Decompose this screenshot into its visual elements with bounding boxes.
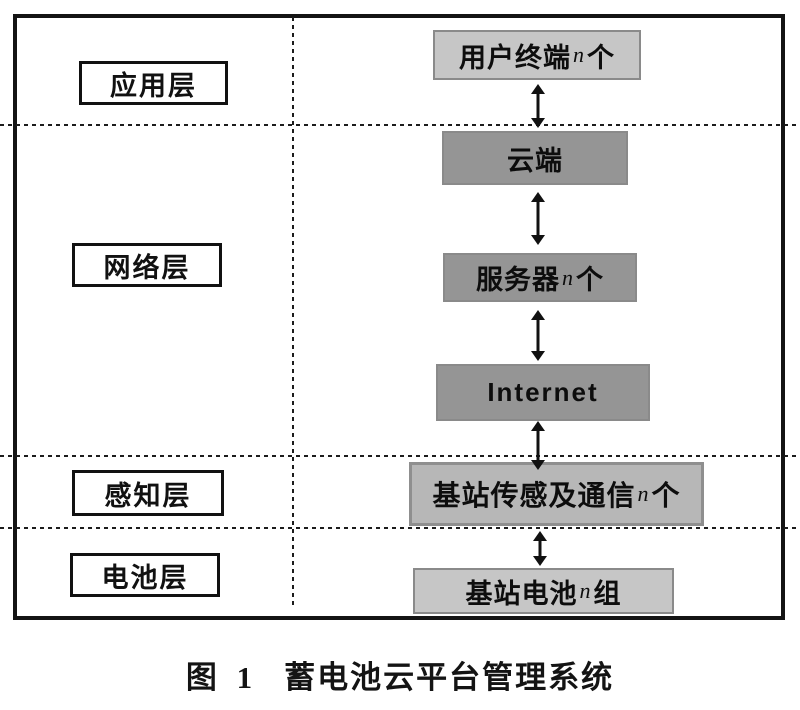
layer-label-perception-text: 感知层 <box>104 480 192 511</box>
arrow-user-terminal-cloud-icon <box>530 84 546 128</box>
node-base-station-battery-var: n <box>579 578 592 603</box>
arrow-shaft <box>536 317 540 354</box>
node-cloud: 云端 <box>442 131 628 185</box>
arrow-head-down-icon <box>531 118 545 128</box>
layer-label-application-text: 应用层 <box>110 70 197 101</box>
layer-label-network: 网络层 <box>72 243 222 287</box>
layer-separator-application-network <box>0 124 800 126</box>
node-cloud-text: 云端 <box>507 145 563 176</box>
node-base-station-comm-unit: 个 <box>651 480 681 511</box>
arrow-head-down-icon <box>531 235 545 245</box>
arrow-head-up-icon <box>531 84 545 94</box>
node-server-unit: 个 <box>576 265 604 295</box>
arrow-internet-base-station-icon <box>530 421 546 470</box>
arrow-shaft <box>536 199 540 238</box>
figure-caption-title: 蓄电池云平台管理系统 <box>284 660 615 695</box>
arrow-server-internet-icon <box>530 310 546 361</box>
arrow-base-station-battery-icon <box>532 531 548 566</box>
layer-label-battery-text: 电池层 <box>101 562 189 593</box>
arrow-head-up-icon <box>531 192 545 202</box>
node-internet: Internet <box>436 364 650 421</box>
node-base-station-comm-var: n <box>637 481 650 506</box>
arrow-head-up-icon <box>533 531 547 541</box>
label-column-divider <box>292 17 294 607</box>
node-base-station-comm-text: 基站传感及通信 <box>432 480 636 511</box>
layer-label-network-text: 网络层 <box>103 252 191 283</box>
node-user-terminal-var: n <box>573 42 585 67</box>
node-internet-text: Internet <box>487 377 599 407</box>
arrow-head-down-icon <box>533 556 547 566</box>
layer-separator-network-perception <box>0 455 800 457</box>
node-user-terminal-text: 用户终端 <box>459 42 571 73</box>
arrow-head-up-icon <box>531 310 545 320</box>
node-base-station-battery-text: 基站电池 <box>465 578 578 609</box>
layer-label-battery: 电池层 <box>70 553 220 597</box>
diagram-outer-frame <box>13 14 785 620</box>
arrow-shaft <box>536 91 540 121</box>
figure-caption: 图 1 蓄电池云平台管理系统 <box>0 652 800 697</box>
arrow-cloud-server-icon <box>530 192 546 245</box>
arrow-head-down-icon <box>531 351 545 361</box>
node-server-text: 服务器 <box>476 265 560 295</box>
layer-label-perception: 感知层 <box>72 470 224 516</box>
arrow-head-down-icon <box>531 460 545 470</box>
layer-label-application: 应用层 <box>79 61 228 105</box>
node-server-var: n <box>562 264 574 290</box>
node-user-terminal-unit: 个 <box>587 42 615 73</box>
arrow-head-up-icon <box>531 421 545 431</box>
layer-separator-perception-battery <box>0 527 800 529</box>
figure-caption-number: 图 1 <box>185 660 259 695</box>
arrow-shaft <box>536 428 540 463</box>
arrow-shaft <box>538 538 542 559</box>
node-base-station-battery-unit: 组 <box>593 578 622 609</box>
